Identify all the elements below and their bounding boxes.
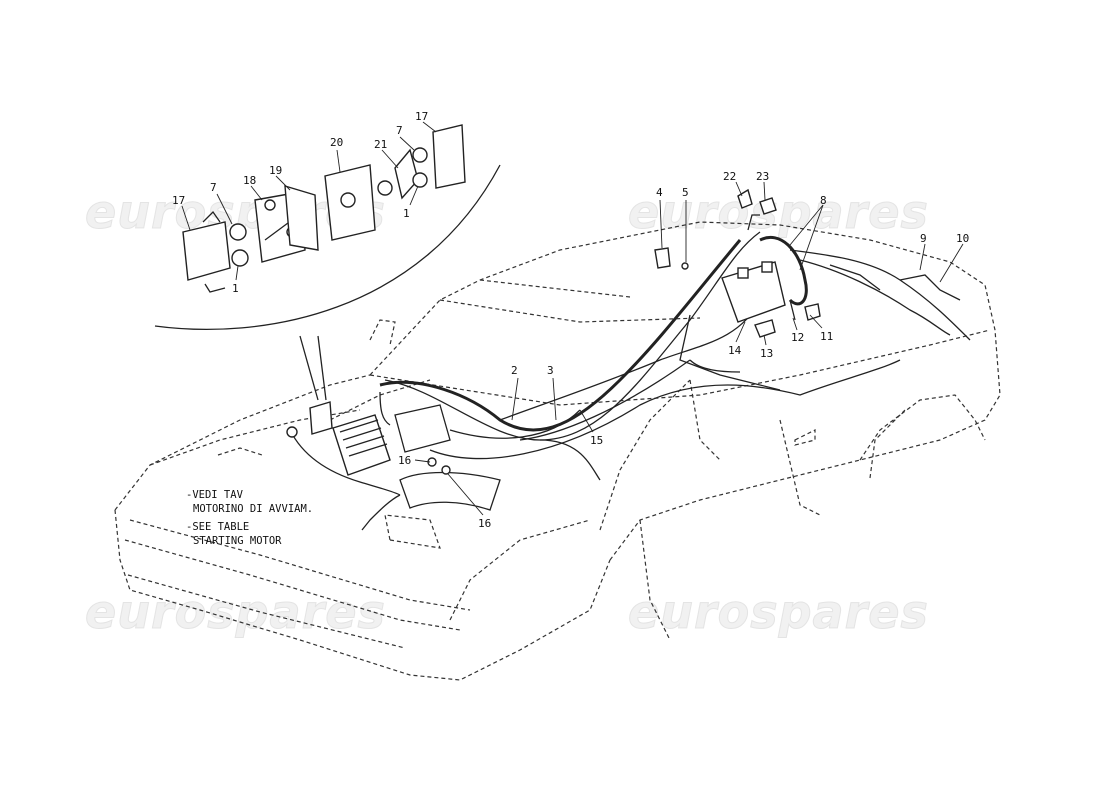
callout-1-left: 1 xyxy=(232,282,239,295)
callout-11: 11 xyxy=(820,330,833,343)
callout-20: 20 xyxy=(330,136,343,149)
callout-13: 13 xyxy=(760,347,773,360)
module-box xyxy=(309,401,333,435)
callout-17-right: 17 xyxy=(415,110,428,123)
callout-10: 10 xyxy=(956,232,969,245)
nut-1-right xyxy=(412,172,428,188)
detail-inset xyxy=(154,124,501,401)
callout-4: 4 xyxy=(656,186,663,199)
callout-16-lower: 16 xyxy=(478,517,491,530)
control-unit xyxy=(332,414,391,476)
callout-17-left: 17 xyxy=(172,194,185,207)
note-line-3: -SEE TABLE xyxy=(186,521,249,533)
callout-labels: 17 7 1 18 19 20 21 7 1 17 4 5 22 23 8 9 … xyxy=(172,110,969,530)
callout-21: 21 xyxy=(374,138,387,151)
nut-1-left xyxy=(231,249,249,267)
terminal-16-b xyxy=(441,465,451,475)
bush-7-left xyxy=(229,223,247,241)
car-body-outline xyxy=(114,221,1001,681)
clamp-13 xyxy=(754,319,776,338)
note-line-2: MOTORINO DI AVVIAM. xyxy=(193,503,313,515)
relay-4 xyxy=(654,247,671,269)
callout-14: 14 xyxy=(728,344,742,357)
callout-3: 3 xyxy=(547,364,554,377)
callout-2: 2 xyxy=(511,364,518,377)
callout-5: 5 xyxy=(682,186,689,199)
callout-15: 15 xyxy=(590,434,603,447)
battery-14 xyxy=(721,261,786,323)
callout-8: 8 xyxy=(820,194,827,207)
cover-17-left xyxy=(182,221,231,281)
cap-23 xyxy=(759,197,777,215)
callout-7-left: 7 xyxy=(210,181,217,194)
harness xyxy=(286,188,971,531)
callout-16-upper: 16 xyxy=(398,454,411,467)
plate-19 xyxy=(284,185,319,251)
bush-7-right xyxy=(412,147,428,163)
bush-right xyxy=(377,180,393,196)
reference-note: -VEDI TAV MOTORINO DI AVVIAM. -SEE TABLE… xyxy=(186,489,313,547)
fixing-5 xyxy=(681,262,689,270)
callout-18: 18 xyxy=(243,174,256,187)
note-line-4: STARTING MOTOR xyxy=(193,535,282,547)
callout-12: 12 xyxy=(791,331,804,344)
watermark-bottom-right: eurospares xyxy=(628,585,929,639)
callout-9: 9 xyxy=(920,232,927,245)
cover-17-right xyxy=(432,124,466,189)
callout-7-right: 7 xyxy=(396,124,403,137)
sensor-front-left xyxy=(286,426,298,438)
callout-19: 19 xyxy=(269,164,282,177)
watermark-bottom-left: eurospares xyxy=(85,585,386,639)
watermark-top-right: eurospares xyxy=(628,185,929,239)
callout-1-right: 1 xyxy=(403,207,410,220)
leader-lines xyxy=(181,121,964,516)
bracket-11 xyxy=(804,303,821,321)
note-line-1: -VEDI TAV xyxy=(186,489,244,501)
callout-22: 22 xyxy=(723,170,736,183)
callout-23: 23 xyxy=(756,170,769,183)
